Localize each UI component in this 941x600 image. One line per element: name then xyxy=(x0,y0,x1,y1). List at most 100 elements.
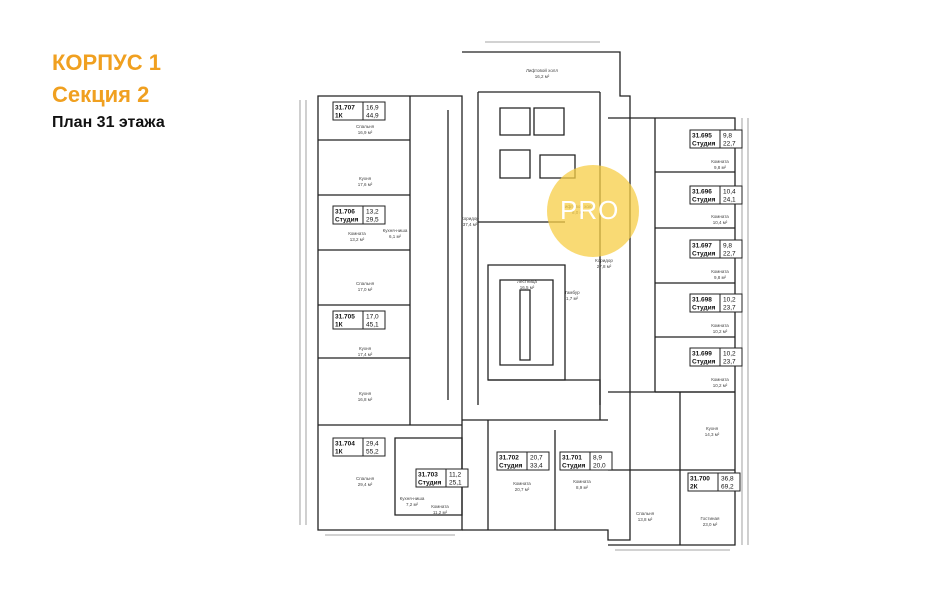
apartment-living-area: 29,4 xyxy=(366,441,379,448)
room-area: 14,3 м² xyxy=(705,432,720,437)
apartment-number: 31.703 xyxy=(418,472,438,479)
room-name: Комната xyxy=(711,377,729,382)
apartment-number: 31.699 xyxy=(692,351,712,358)
apartment-number: 31.702 xyxy=(499,455,519,462)
room-name: Коридор xyxy=(461,216,479,221)
apartment-number: 31.704 xyxy=(335,441,355,448)
apartment-type: Студия xyxy=(692,359,716,366)
apartment-total-area: 25,1 xyxy=(449,480,462,487)
apartment-type: 2К xyxy=(690,484,698,491)
apartment-total-area: 22,7 xyxy=(723,141,736,148)
room-name: Спальня xyxy=(356,476,375,481)
apartment-label-box xyxy=(689,129,743,149)
watermark-circle xyxy=(547,165,639,257)
room-name: Комната xyxy=(711,269,729,274)
room-area: 13,8 м² xyxy=(638,517,653,522)
apartment-number: 31.695 xyxy=(692,133,712,140)
room-area: 10,2 м² xyxy=(713,329,728,334)
room-area: 9,8 м² xyxy=(714,275,727,280)
walls xyxy=(317,51,736,546)
apartment-type: Студия xyxy=(692,251,716,258)
room-name: Кухня-ниша xyxy=(400,496,425,501)
apartment-living-area: 36,8 xyxy=(721,476,734,483)
room-name: Спальня xyxy=(356,124,375,129)
room-name: Тамбур xyxy=(564,290,580,295)
apartment-labels: 31.7071К16,944,931.706Студия13,229,531.7… xyxy=(332,101,743,492)
apartment-type: Студия xyxy=(418,480,442,487)
room-area: 16,5 м² xyxy=(520,285,535,290)
apartment-type: Студия xyxy=(562,463,586,470)
apartment-total-area: 23,7 xyxy=(723,305,736,312)
room-name: Кухня xyxy=(706,426,719,431)
apartment-label-box xyxy=(332,205,386,225)
watermark-text: PRO xyxy=(560,195,620,225)
floor-plan-title: План 31 этажа xyxy=(52,114,165,131)
room-area: 6,1 м² xyxy=(389,234,402,239)
room-area: 16,8 м² xyxy=(358,397,373,402)
room-name: Комната xyxy=(711,214,729,219)
apartment-number: 31.707 xyxy=(335,105,355,112)
room-area: 17,0 м² xyxy=(358,287,373,292)
room-area: 20,7 м² xyxy=(515,487,530,492)
apartment-label-box xyxy=(687,472,741,492)
apartment-label-box xyxy=(689,347,743,367)
apartment-type: Студия xyxy=(335,217,359,224)
apartment-total-area: 44,9 xyxy=(366,113,379,120)
apartment-type: 1К xyxy=(335,322,343,329)
room-area: 8,9 м² xyxy=(576,485,589,490)
apartment-label-box xyxy=(496,451,550,471)
apartment-living-area: 10,2 xyxy=(723,297,736,304)
room-name: Комната xyxy=(711,323,729,328)
apartment-total-area: 69,2 xyxy=(721,484,734,491)
apartment-number: 31.705 xyxy=(335,314,355,321)
apartment-label-box xyxy=(689,239,743,259)
apartment-label-box xyxy=(559,451,613,471)
apartment-living-area: 10,2 xyxy=(723,351,736,358)
building-title: КОРПУС 1 xyxy=(52,50,161,75)
apartment-living-area: 9,8 xyxy=(723,133,732,140)
apartment-type: 1К xyxy=(335,449,343,456)
apartment-label-box xyxy=(415,468,469,488)
room-name: Коридор xyxy=(595,258,613,263)
room-name: Кухня xyxy=(359,391,372,396)
apartment-label-box xyxy=(689,293,743,313)
room-area: 9,8 м² xyxy=(714,165,727,170)
apartment-type: Студия xyxy=(692,305,716,312)
room-name: Лестница xyxy=(517,279,537,284)
apartment-living-area: 8,9 xyxy=(593,455,602,462)
room-name: Комната xyxy=(431,504,449,509)
apartment-label-box xyxy=(332,101,386,121)
apartment-type: Студия xyxy=(692,197,716,204)
apartment-label-box xyxy=(332,437,386,457)
room-name: Кухня-ниша xyxy=(383,228,408,233)
room-area: 11,2 м² xyxy=(433,510,448,515)
apartment-type: 1К xyxy=(335,113,343,120)
apartment-living-area: 13,2 xyxy=(366,209,379,216)
apartment-number: 31.698 xyxy=(692,297,712,304)
apartment-label-box xyxy=(689,185,743,205)
apartment-number: 31.696 xyxy=(692,189,712,196)
apartment-number: 31.706 xyxy=(335,209,355,216)
room-name: Кухня xyxy=(359,176,372,181)
apartment-living-area: 9,8 xyxy=(723,243,732,250)
apartment-total-area: 55,2 xyxy=(366,449,379,456)
room-name: Комната xyxy=(348,231,366,236)
room-area: 16,9 м² xyxy=(358,130,373,135)
apartment-total-area: 45,1 xyxy=(366,322,379,329)
apartment-living-area: 16,9 xyxy=(366,105,379,112)
room-name: Спальня xyxy=(636,511,655,516)
apartment-total-area: 29,5 xyxy=(366,217,379,224)
room-name: Гостиная xyxy=(701,516,720,521)
room-name: Комната xyxy=(711,159,729,164)
room-area: 37,4 м² xyxy=(463,222,478,227)
apartment-type: Студия xyxy=(499,463,523,470)
apartment-label-box xyxy=(332,310,386,330)
